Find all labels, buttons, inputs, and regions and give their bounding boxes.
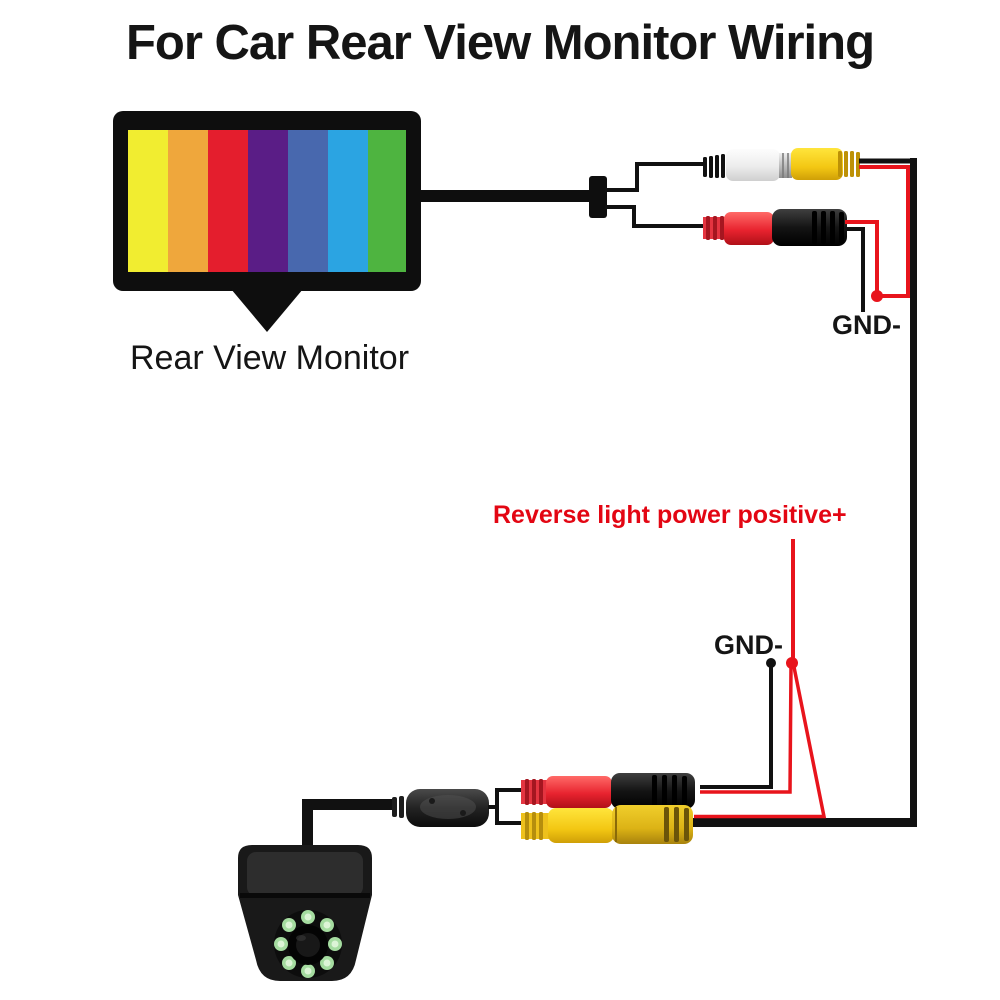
metal-barrel: [779, 153, 792, 178]
color-bar-6: [328, 130, 368, 272]
camera-power-red-wire: [700, 666, 793, 794]
monitor-label: Rear View Monitor: [130, 339, 410, 377]
camera-trigger-red-wire: [694, 666, 827, 819]
red-junction-dot-camera: [786, 657, 798, 669]
red-power-plug: [724, 212, 774, 245]
black-dc-jack: [772, 209, 847, 246]
yellow-rca-plug: [791, 148, 843, 180]
gnd-label-monitor: GND-: [832, 310, 901, 340]
backup-camera: [238, 845, 372, 981]
camera-cable-horizontal: [302, 799, 396, 810]
monitor-cable: [416, 190, 592, 202]
red-power-jack: [546, 776, 612, 808]
color-bar-3: [208, 130, 248, 272]
color-bar-2: [168, 130, 208, 272]
camera-seam: [240, 893, 370, 898]
monitor-gnd-wire: [845, 227, 865, 312]
reverse-light-power-label: Reverse light power positive+: [493, 501, 847, 529]
color-bar-7: [368, 130, 406, 272]
camera-gnd-wire: [700, 666, 773, 789]
white-rca-jack: [726, 149, 780, 181]
cable-splitter-bar: [589, 176, 607, 218]
monitor-pointer-tail: [231, 289, 303, 332]
camera-cable-vertical: [302, 799, 313, 849]
camera-pigtail-splitter: [302, 788, 523, 849]
gnd-label-camera: GND-: [714, 630, 783, 660]
color-bar-4: [248, 130, 288, 272]
camera-leds: [274, 910, 342, 978]
splitter-connector-body: [406, 789, 489, 827]
cable-ribs: [703, 154, 725, 178]
diagram-title: For Car Rear View Monitor Wiring: [125, 16, 875, 70]
black-junction-dot: [766, 658, 776, 668]
camera-power-connection: [521, 773, 695, 809]
yellow-rca-coupler: [612, 805, 693, 844]
trigger-wire-loop: [859, 165, 910, 298]
yellow-plug-ribs: [838, 151, 860, 177]
color-bar-5: [288, 130, 328, 272]
red-junction-dot-monitor: [871, 290, 883, 302]
camera-top-panel: [247, 852, 363, 896]
color-bar-1: [128, 130, 168, 272]
rear-view-monitor: [113, 111, 607, 332]
monitor-test-pattern: [128, 130, 406, 272]
video-branch-wire: [605, 162, 706, 192]
monitor-power-connection: [703, 209, 847, 246]
camera-video-connection: [521, 805, 693, 844]
monitor-power-red-wire: [845, 220, 879, 292]
yellow-rca-plug-bottom: [548, 808, 614, 843]
video-rca-connection: [703, 148, 860, 181]
power-branch-wire: [605, 205, 704, 228]
